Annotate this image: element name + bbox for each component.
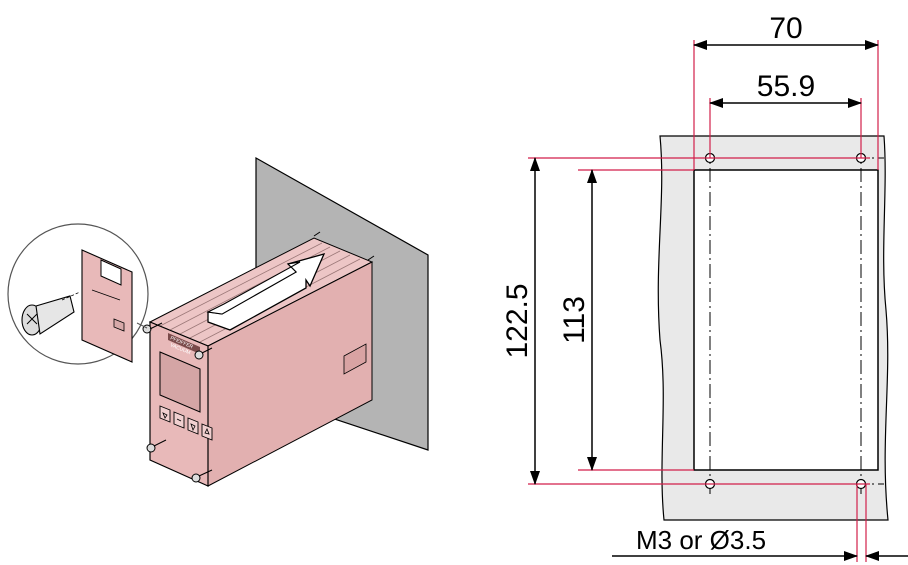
device-body: PFEIFFER VACUUM	[148, 237, 374, 487]
installation-illustration: PFEIFFER VACUUM	[7, 156, 429, 487]
insertion-arrow-icon	[206, 253, 326, 331]
device-display	[159, 351, 201, 413]
cutout-drawing: 70 55.9 122.5 113 M3 or Ø3.5	[501, 12, 908, 562]
hole-size-note: M3 or Ø3.5	[636, 525, 766, 555]
extension-lines	[528, 40, 879, 562]
mounting-screws	[142, 322, 213, 483]
dim-cutout-height: 113	[558, 296, 591, 344]
dim-hole-spacing-horizontal: 55.9	[757, 70, 815, 103]
dim-outer-width: 70	[769, 12, 802, 45]
detail-magnifier	[7, 223, 149, 365]
panel-cutout	[693, 169, 879, 471]
dimension-lines	[530, 40, 908, 561]
dim-hole-spacing-vertical: 122.5	[501, 283, 534, 358]
